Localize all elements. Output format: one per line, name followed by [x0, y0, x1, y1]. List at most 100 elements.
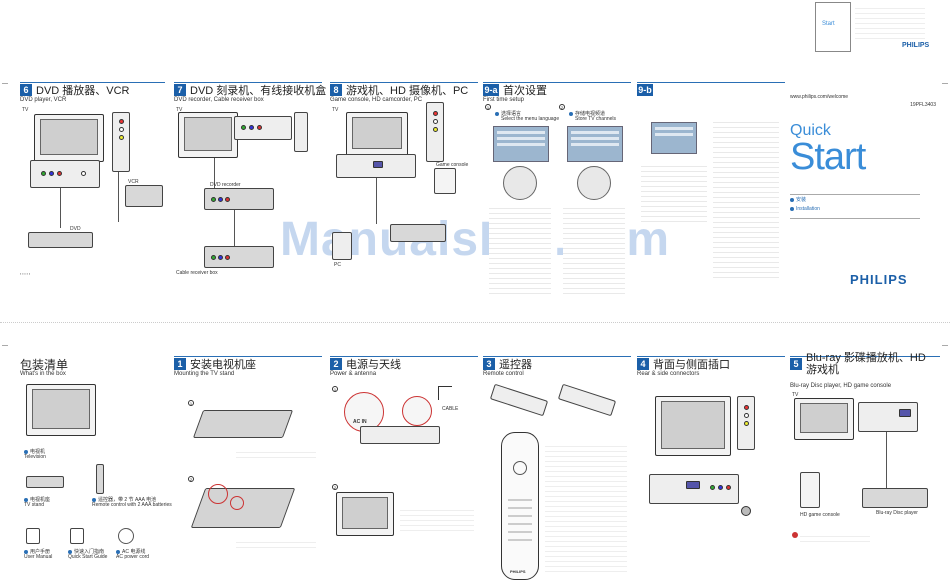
side-connector-panel	[737, 396, 755, 450]
mount-step-1: 1	[188, 400, 194, 406]
dvd-recorder-label: DVD recorder	[210, 182, 241, 188]
setup-menu-screenshot	[651, 122, 697, 154]
panel-header: 9-a 首次设置	[483, 82, 631, 97]
cover-url: www.philips.com/welcome	[790, 94, 849, 100]
rear-panel-illustration	[858, 402, 918, 432]
side-panel-illustration	[112, 112, 130, 172]
power-cord-illustration	[118, 528, 134, 544]
coax-port-icon	[741, 506, 751, 516]
stand-item-label: 电视机座	[24, 496, 50, 503]
step-1-instructions	[489, 204, 551, 294]
fine-print: ▪ ▪ ▪ ▪ ▪	[20, 272, 31, 276]
game-console-illustration	[800, 472, 820, 508]
cover-quick-text: Quick	[790, 122, 831, 139]
panel-header: 8 游戏机、HD 摄像机、PC	[330, 82, 478, 97]
tv-label: TV	[332, 107, 339, 113]
mount-step-1-text	[236, 448, 316, 458]
qsg-item-label-en: Quick Start Guide	[68, 554, 108, 560]
step-1-title-en: Select the menu language	[501, 116, 560, 122]
panel-subtitle: First time setup	[483, 97, 525, 103]
booklet-brand: PHILIPS	[902, 42, 930, 49]
step-2-title-en: Store TV channels	[575, 116, 617, 122]
tv-item-label-en: Television	[24, 454, 46, 460]
panel-title: 包装清单	[20, 358, 69, 372]
battery-insert-illustration	[489, 383, 549, 417]
tv-power-illustration	[336, 492, 394, 536]
panel-title: 电源与天线	[346, 359, 401, 371]
panel-header: 3 遥控器	[483, 356, 631, 371]
philips-logo: PHILIPS	[850, 272, 908, 287]
panel-dvd-vcr: 6 DVD 播放器、VCR DVD player, VCR TV VCR DVD…	[20, 82, 165, 314]
model-number: 19PFL3403	[910, 102, 936, 108]
step-number: 7	[174, 84, 186, 96]
step-1-marker: 1	[485, 104, 491, 110]
vcr-illustration	[125, 185, 163, 207]
remote-navigation-pad	[577, 166, 611, 200]
tv-label: TV	[22, 107, 29, 113]
game-console-label: HD game console	[800, 512, 840, 518]
cord-item-label-en: AC power cord	[116, 554, 150, 560]
dvd-illustration	[28, 232, 93, 248]
cover-start-text: Start	[790, 136, 866, 178]
cover-link-install-cn[interactable]: 安装	[790, 196, 806, 203]
antenna-detail	[402, 396, 432, 426]
side-panel-illustration	[294, 112, 308, 152]
manual-item-label-en: User Manual	[24, 554, 53, 560]
game-console-illustration	[390, 224, 446, 242]
panel-dvd-recorder: 7 DVD 刻录机、有线接收机盒 DVD recorder, Cable rec…	[174, 82, 326, 314]
panel-title: 遥控器	[499, 359, 532, 371]
dvd-recorder-illustration	[204, 188, 274, 210]
detail-circle	[230, 496, 244, 510]
tv-box-illustration	[26, 384, 96, 436]
panel-subtitle: DVD recorder, Cable receiver box	[174, 97, 264, 103]
remote-dpad	[513, 461, 527, 475]
panel-subtitle: Blu-ray Disc player, HD game console	[790, 383, 892, 389]
tv-label: TV	[176, 107, 183, 113]
cable-label: CABLE	[442, 406, 459, 412]
panel-title: 首次设置	[503, 85, 547, 97]
rear-panel-illustration	[360, 426, 440, 444]
tv-illustration	[794, 398, 854, 440]
step-number: 2	[330, 358, 342, 370]
step-2-marker: 2	[559, 104, 565, 110]
bluray-note	[800, 532, 870, 542]
stand-item-label-en: TV stand	[24, 502, 45, 508]
panel-game-console: 8 游戏机、HD 摄像机、PC Game console, HD camcord…	[330, 82, 478, 314]
ac-in-label: AC IN	[353, 419, 367, 425]
power-step-2: 2	[332, 484, 338, 490]
panel-power-antenna: 2 电源与天线 Power & antenna 1 AC IN CABLE 2	[330, 356, 478, 584]
tv-label: TV	[792, 392, 799, 398]
cover-link-install-en[interactable]: Installation	[790, 206, 820, 212]
cable-box-illustration	[204, 246, 274, 268]
antenna-icon	[438, 386, 452, 400]
pc-label: PC	[334, 262, 341, 268]
panel-header: 4 背面与侧面插口	[637, 356, 785, 371]
panel-bluray: 5 Blu-ray 影碟播放机、HD 游戏机 Blu-ray Disc play…	[790, 352, 940, 584]
rear-panel-illustration	[336, 154, 416, 178]
panel-subtitle: Mounting the TV stand	[174, 371, 235, 377]
power-step-text	[400, 506, 474, 532]
step-2-title-cn: 存储电视频道	[569, 110, 605, 117]
cover-panel: www.philips.com/welcome 19PFL3403 Quick …	[790, 82, 940, 314]
step-number: 8	[330, 84, 342, 96]
panel-subtitle: Power & antenna	[330, 371, 377, 377]
rear-panel-illustration	[30, 160, 100, 188]
camcorder-illustration	[434, 168, 456, 194]
panel-title: DVD 播放器、VCR	[36, 85, 130, 97]
mount-step-2: 2	[188, 476, 194, 482]
panel-header: 6 DVD 播放器、VCR	[20, 82, 165, 97]
panel-subtitle: Rear & side connectors	[637, 371, 700, 377]
panel-remote-control: 3 遥控器 Remote control PHILIPS	[483, 356, 631, 584]
panel-header: 5 Blu-ray 影碟播放机、HD 游戏机	[790, 352, 940, 376]
remote-illustration	[96, 464, 104, 494]
tv-illustration	[178, 112, 238, 158]
booklet-start-text: Start	[822, 21, 835, 27]
step-number: 6	[20, 84, 32, 96]
panel-title: 游戏机、HD 摄像机、PC	[346, 85, 469, 97]
panel-subtitle: DVD player, VCR	[20, 97, 67, 103]
battery-close-illustration	[557, 383, 617, 417]
rear-panel-illustration	[234, 116, 292, 140]
setup-notes-right	[713, 118, 779, 278]
remote-button-legend	[545, 442, 627, 572]
step-1-title-cn: 选择语言	[495, 110, 521, 117]
